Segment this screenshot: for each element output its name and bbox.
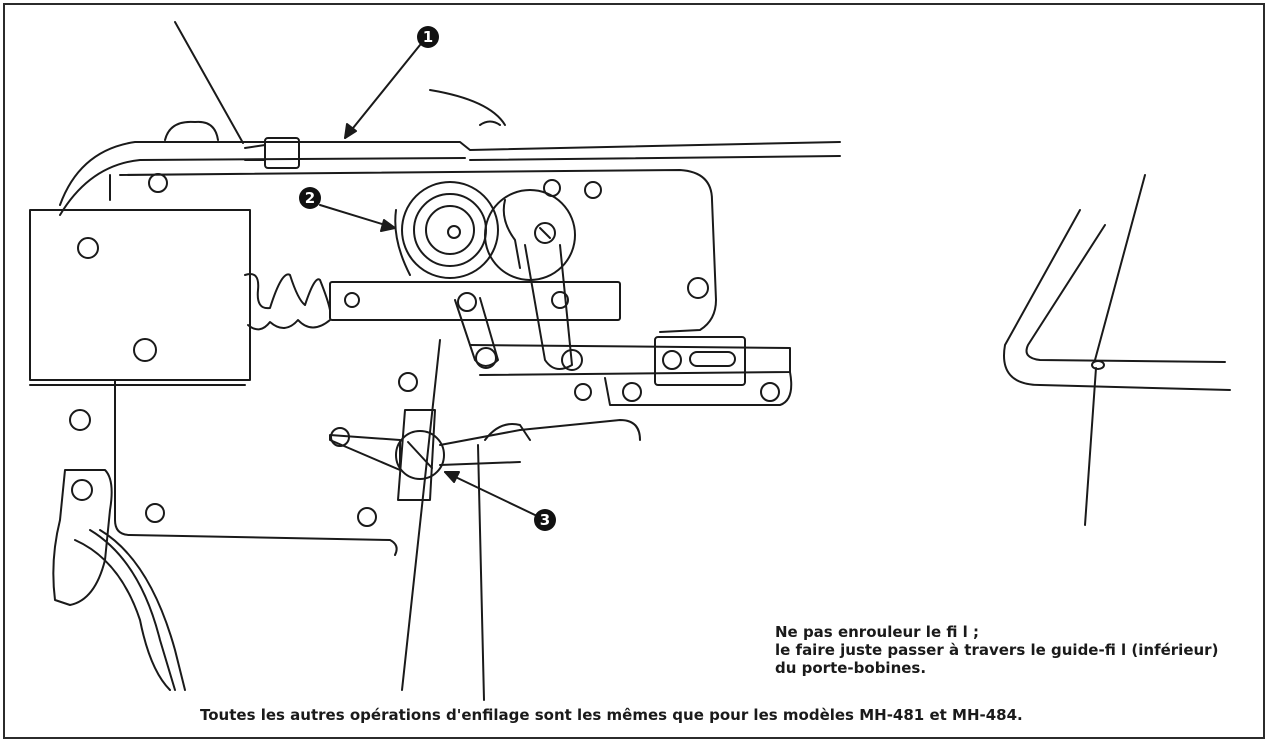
screw — [148, 173, 168, 193]
horizontal-bar — [469, 344, 791, 376]
thread-guide-inset — [1003, 174, 1231, 526]
svg-text:1: 1 — [423, 28, 433, 46]
spring-coil — [244, 273, 331, 331]
shaft — [329, 281, 621, 321]
other-operations-note: Toutes les autres opérations d'enfilage … — [200, 706, 1023, 724]
thread-line-lower — [477, 444, 485, 701]
svg-text:3: 3 — [540, 511, 550, 529]
cable-clamp — [52, 469, 113, 606]
tension-disk-outer — [401, 181, 499, 279]
tension-disk-2 — [484, 189, 576, 281]
thread-line-vertical — [401, 339, 441, 691]
machine-plate — [119, 169, 717, 333]
knob-arm — [329, 434, 401, 471]
thread-line-top — [174, 21, 244, 144]
tension-knob — [395, 430, 445, 480]
svg-text:2: 2 — [305, 189, 315, 207]
leader-3 — [444, 471, 536, 516]
left-block — [29, 209, 251, 381]
callout-2: 2 — [299, 187, 321, 209]
diagram-frame — [3, 3, 1265, 739]
callout-1: 1 — [417, 26, 439, 48]
threading-note-line-2: le faire juste passer à travers le guide… — [775, 641, 1219, 659]
lever-arm-1 — [524, 244, 573, 370]
threading-note-line-3: du porte-bobines. — [775, 659, 927, 677]
thread-guide-sleeve — [264, 137, 300, 169]
callout-3: 3 — [534, 509, 556, 531]
top-rail — [59, 141, 841, 206]
threading-note: Ne pas enrouleur le fi l ; le faire just… — [775, 623, 1218, 677]
threading-note-line-1: Ne pas enrouleur le fi l ; — [775, 623, 980, 641]
leader-1 — [344, 44, 421, 139]
